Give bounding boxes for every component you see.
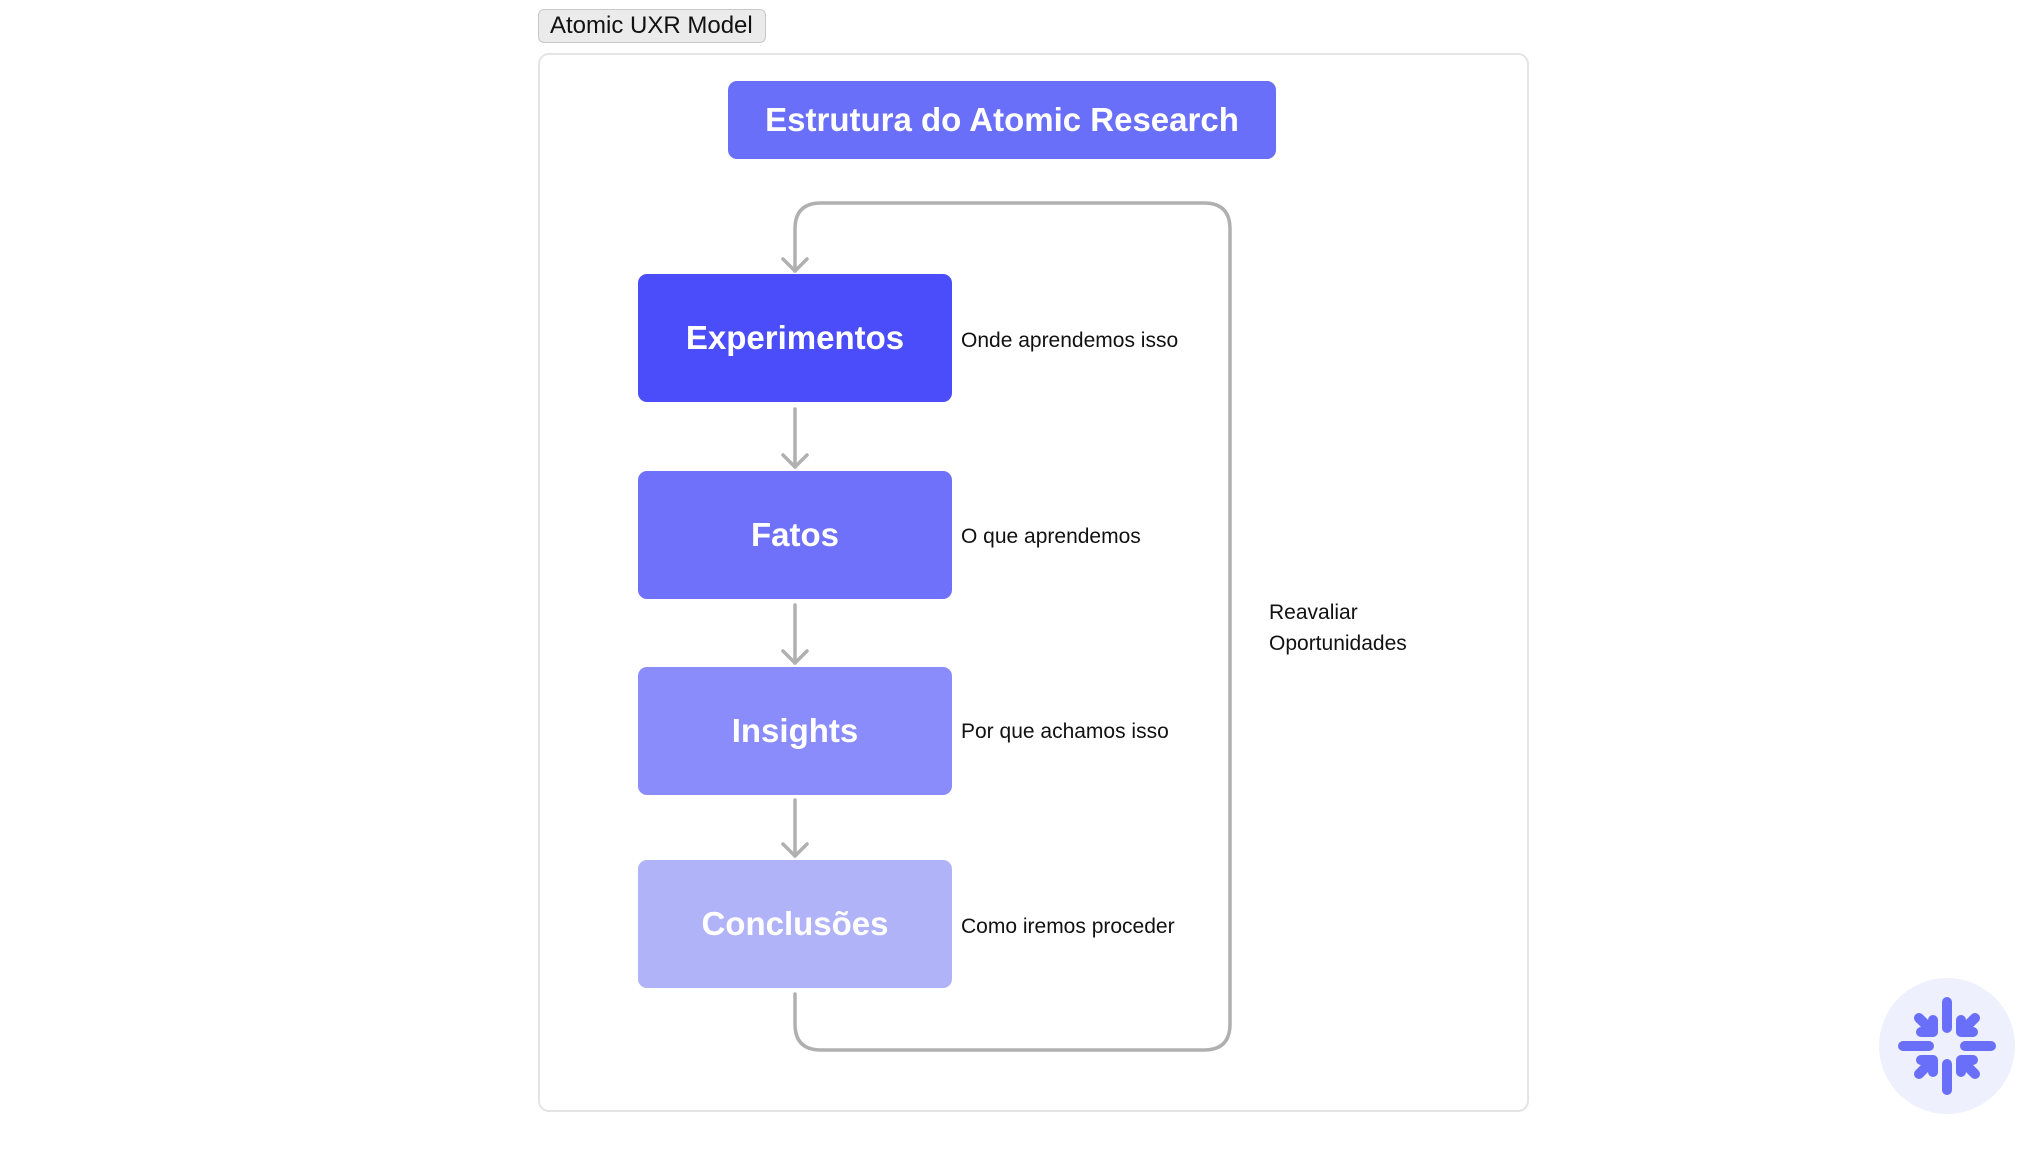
loop-label-line-2: Oportunidades [1269,632,1407,655]
arrowhead-2 [781,649,809,665]
app-badge[interactable] [1879,978,2015,1114]
snowflake-arrows-icon [1898,997,1996,1095]
feedback-loop-line [793,201,1232,1052]
step-description-insights: Por que achamos isso [961,720,1169,743]
step-insights: Insights [638,667,952,795]
step-conclusoes: Conclusões [638,860,952,988]
step-description-fatos: O que aprendemos [961,525,1141,548]
frame-tag[interactable]: Atomic UXR Model [538,9,766,43]
loop-arrowhead [781,257,809,273]
step-fatos: Fatos [638,471,952,599]
step-description-experimentos: Onde aprendemos isso [961,329,1179,352]
diagram-title: Estrutura do Atomic Research [728,81,1276,159]
step-description-conclusoes: Como iremos proceder [961,915,1175,938]
arrowhead-1 [781,453,809,469]
step-experimentos: Experimentos [638,274,952,402]
arrowhead-3 [781,842,809,858]
loop-label-line-1: Reavaliar [1269,601,1358,624]
loop-label: Reavaliar Oportunidades [1269,597,1407,659]
